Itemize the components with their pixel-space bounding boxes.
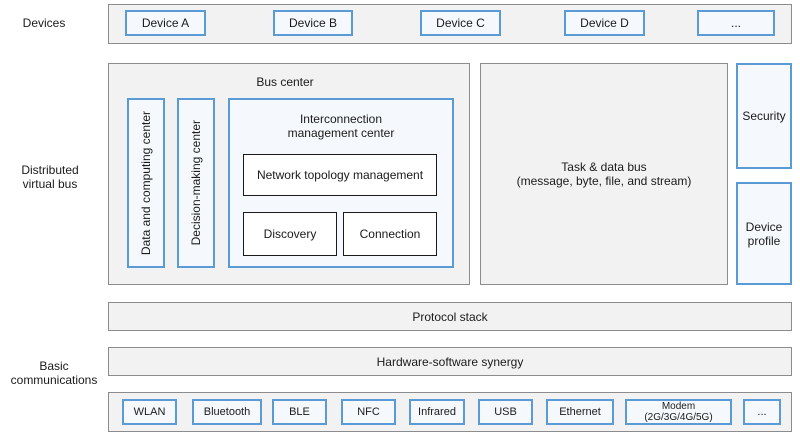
- basic-comm-layer-label: Basic communications: [0, 356, 108, 390]
- network-topology-box: Network topology management: [243, 154, 437, 196]
- device-d-box: Device D: [564, 10, 645, 36]
- modem-box: Modem (2G/3G/4G/5G): [625, 399, 732, 425]
- device-a-box: Device A: [125, 10, 206, 36]
- wlan-box: WLAN: [122, 399, 177, 425]
- modem-generations-label: (2G/3G/4G/5G): [644, 412, 713, 423]
- protocol-more-box: ...: [743, 399, 781, 425]
- nfc-box: NFC: [341, 399, 396, 425]
- distributed-bus-layer-label: Distributed virtual bus: [0, 160, 100, 194]
- interconnection-center-title: Interconnection management center: [228, 111, 454, 141]
- interconnection-title-line1: Interconnection: [299, 112, 383, 126]
- bluetooth-box: Bluetooth: [192, 399, 262, 425]
- interconnection-title-line2: management center: [287, 126, 395, 140]
- hw-sw-synergy-bar: Hardware-software synergy: [108, 347, 792, 376]
- distributed-bus-label-line2: virtual bus: [22, 177, 78, 191]
- device-profile-line1: Device: [745, 219, 783, 234]
- modem-label: Modem: [661, 401, 696, 412]
- protocol-stack-bar: Protocol stack: [108, 302, 792, 331]
- basic-comm-label-line2: communications: [10, 373, 98, 387]
- distributed-bus-label-line1: Distributed: [21, 163, 79, 177]
- device-profile-line2: profile: [747, 233, 781, 248]
- bus-center-title: Bus center: [256, 75, 314, 89]
- task-data-bus-title: Task & data bus: [561, 160, 647, 174]
- connection-box: Connection: [343, 212, 437, 256]
- device-profile-box: Device profile: [736, 182, 792, 285]
- data-computing-center-box: Data and computing center: [127, 98, 165, 268]
- decision-making-center-label: Decision-making center: [189, 120, 203, 246]
- infrared-box: Infrared: [409, 399, 465, 425]
- ethernet-box: Ethernet: [546, 399, 614, 425]
- ble-box: BLE: [272, 399, 327, 425]
- data-computing-center-label: Data and computing center: [139, 110, 153, 256]
- usb-box: USB: [478, 399, 533, 425]
- basic-comm-label-line1: Basic: [39, 359, 69, 373]
- security-box: Security: [736, 63, 792, 169]
- task-data-bus-panel: Task & data bus (message, byte, file, an…: [480, 63, 728, 285]
- devices-layer-label: Devices: [22, 16, 66, 30]
- device-c-box: Device C: [420, 10, 501, 36]
- device-b-box: Device B: [273, 10, 353, 36]
- decision-making-center-box: Decision-making center: [177, 98, 215, 268]
- device-more-box: ...: [697, 10, 775, 36]
- discovery-box: Discovery: [243, 212, 337, 256]
- task-data-bus-subtitle: (message, byte, file, and stream): [516, 174, 692, 188]
